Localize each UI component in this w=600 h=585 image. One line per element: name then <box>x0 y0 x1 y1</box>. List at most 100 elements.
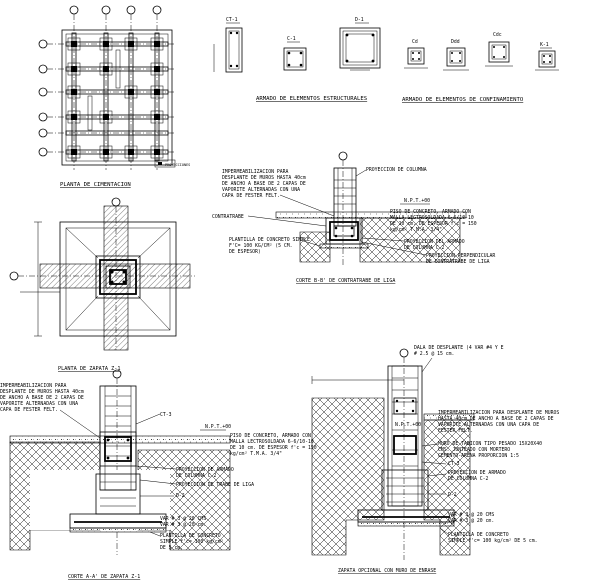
c1-label: C-1 <box>287 36 296 42</box>
d1-label: D-1 <box>355 17 364 23</box>
aa-plantilla-note: PLANTILLA DE CONCRETO SIMPLE f'c= 100 kg… <box>149 531 224 551</box>
grade-beams <box>65 32 169 162</box>
aa-proy-trabe: PROYECCION DE TRABE DE LIGA <box>176 482 254 488</box>
svg-text:DE COLUMNA C-2: DE COLUMNA C-2 <box>448 476 489 482</box>
svg-text:DESPLANTE DE MUROS HASTA 40cm: DESPLANTE DE MUROS HASTA 40cm <box>222 175 306 181</box>
bb-proyeccion-columna: PROYECCION DE COLUMNA <box>366 167 427 173</box>
svg-text:MALLA LECTROSOLDADA 6-6/10-10: MALLA LECTROSOLDADA 6-6/10-10 <box>230 439 314 445</box>
svg-text:PROYECCION DE ARMADO: PROYECCION DE ARMADO <box>176 467 234 473</box>
plan-legend-note: PROYECCIONES <box>165 163 190 167</box>
section-bb-caption: CORTE B-B' DE CONTRATRABE DE LIGA <box>296 278 395 284</box>
svg-text:DE ANCHO A BASE DE 2 CAPAS DE: DE ANCHO A BASE DE 2 CAPAS DE <box>0 395 84 401</box>
zapata-plan: PLANTA DE ZAPATA Z-1 <box>9 197 195 372</box>
element-dd: Ddd <box>443 39 469 71</box>
opt-var: VAR # 3 @ 20 CMS <box>448 512 494 518</box>
svg-text:PLANTILLA DE CONCRETO SIMPLE: PLANTILLA DE CONCRETO SIMPLE <box>229 237 310 243</box>
dd-label: Ddd <box>451 39 460 45</box>
plan-axis-bubbles-top <box>69 5 162 170</box>
opt-muro-note: MURO DE TABICON TIPO PESADO 15X20X40 CMS… <box>421 441 542 459</box>
opt-proy-armado: PROYECCION DE ARMADO DE COLUMNA C-2 <box>427 470 506 482</box>
svg-text:SIMPLE f'c= 100 kg/cm²: SIMPLE f'c= 100 kg/cm² <box>160 539 224 545</box>
svg-text:FESTER FELT.: FESTER FELT. <box>438 428 473 434</box>
svg-text:MURO DE TABICON TIPO PESADO 15: MURO DE TABICON TIPO PESADO 15X20X40 <box>438 441 542 447</box>
plan-axis-bubbles-left <box>38 39 175 157</box>
foundation-plan: PROYECCIONES PLANTA DE CIMENTACION <box>38 5 190 188</box>
aa-npt: N.P.T.+00 <box>205 424 231 430</box>
section-bb: IMPERMEABILIZACION PARA DESPLANTE DE MUR… <box>212 151 495 284</box>
element-ct1: CT-1 <box>213 17 243 73</box>
svg-text:PISO DE CONCRETO, ARMADO CON: PISO DE CONCRETO, ARMADO CON <box>390 209 471 215</box>
svg-text:MALLA LECTROSOLDADA 6-6/10-10: MALLA LECTROSOLDADA 6-6/10-10 <box>390 215 474 221</box>
bb-imper-note: IMPERMEABILIZACION PARA DESPLANTE DE MUR… <box>222 169 335 217</box>
bb-proy-armado: PROYECCION DEL ARMADO DE COLUMNA C-2 <box>361 237 465 251</box>
ct1-label: CT-1 <box>226 17 238 23</box>
svg-text:DE ESPESOR): DE ESPESOR) <box>229 249 261 255</box>
section-aa-caption: CORTE A-A' DE ZAPATA Z-1 <box>68 574 140 580</box>
bb-plantilla-note: PLANTILLA DE CONCRETO SIMPLE F'C= 100 KG… <box>229 237 321 255</box>
element-k1: K-1 <box>535 42 559 71</box>
svg-text:DESPLANTE DE MUROS HASTA 40cm: DESPLANTE DE MUROS HASTA 40cm <box>0 389 84 395</box>
svg-text:DE COLUMNA C-2: DE COLUMNA C-2 <box>176 473 217 479</box>
aa-ct3: CT-3 <box>160 412 172 418</box>
svg-text:CAPA DE FESTER FELT.: CAPA DE FESTER FELT. <box>0 407 58 413</box>
bb-piso-note: PISO DE CONCRETO, ARMADO CON MALLA LECTR… <box>390 209 477 233</box>
svg-text:SIMPLE f'c= 100 kg/cm² DE 5 cm: SIMPLE f'c= 100 kg/cm² DE 5 cm. <box>448 538 538 544</box>
svg-text:DE CONTRATRABE DE LIGA: DE CONTRATRABE DE LIGA <box>426 259 490 265</box>
elements-caption: ARMADO DE ELEMENTOS ESTRUCTURALES <box>256 96 367 102</box>
zapata-plan-caption: PLANTA DE ZAPATA Z-1 <box>58 366 120 372</box>
svg-text:CMS. JUNTEADO CON MORTERO: CMS. JUNTEADO CON MORTERO <box>438 447 510 453</box>
aa-var: VAR # 3 @ 20 CMS <box>160 516 206 522</box>
svg-text:VAPORITE ALTERNADAS CON UNA CA: VAPORITE ALTERNADAS CON UNA CAPA DE <box>438 422 539 428</box>
svg-text:VAPORITE ALTERNADAS CON UNA: VAPORITE ALTERNADAS CON UNA <box>222 187 300 193</box>
svg-text:HASTA 40cm DE ANCHO A BASE DE: HASTA 40cm DE ANCHO A BASE DE 2 CAPAS DE <box>438 416 554 422</box>
optional-caption: ZAPATA OPCIONAL CON MURO DE ENRASE <box>338 568 436 574</box>
svg-text:DALA DE DESPLANTE (4 VAR #4 Y: DALA DE DESPLANTE (4 VAR #4 Y E <box>414 345 504 351</box>
footings <box>67 37 164 159</box>
svg-text:F'C= 100 KG/CM² (5 CM.: F'C= 100 KG/CM² (5 CM. <box>229 243 293 249</box>
aa-piso-note: PISO DE CONCRETO, ARMADO CON MALLA LECTR… <box>230 433 317 457</box>
svg-text:PROYECCION DEL ARMADO: PROYECCION DEL ARMADO <box>404 239 465 245</box>
svg-text:# 2.5 @ 15 cm.: # 2.5 @ 15 cm. <box>414 351 454 357</box>
svg-text:PROYECCION PERPENDICULAR: PROYECCION PERPENDICULAR <box>426 253 495 259</box>
svg-text:IMPERMEABILIZACION PARA DESPLA: IMPERMEABILIZACION PARA DESPLANTE DE MUR… <box>438 410 559 416</box>
svg-text:DE COLUMNA C-2: DE COLUMNA C-2 <box>404 245 445 251</box>
opt-npt: N.P.T.+00 <box>395 422 421 428</box>
bb-proy-perp: PROYECCION PERPENDICULAR DE CONTRATRABE … <box>361 241 495 265</box>
k1-label: K-1 <box>540 42 549 48</box>
opt-var2: VAR # 3 @ 20 cm. <box>448 518 494 524</box>
element-cc: Cdc <box>485 32 513 67</box>
opt-plantilla-note: PLANTILLA DE CONCRETO SIMPLE f'c= 100 kg… <box>439 527 538 544</box>
confinement-caption: ARMADO DE ELEMENTOS DE CONFINAMIENTO <box>402 97 524 103</box>
aa-imper-note: IMPERMEABILIZACION PARA DESPLANTE DE MUR… <box>0 383 101 439</box>
element-cd: Cd <box>404 39 428 69</box>
svg-text:DE 5 cm.: DE 5 cm. <box>160 545 183 551</box>
confinement-elements: Cd Ddd Cdc K-1 <box>402 32 559 103</box>
aa-d2: D-2 <box>176 493 185 499</box>
svg-text:CEMENTO-ARENA PROPORCION 1:5: CEMENTO-ARENA PROPORCION 1:5 <box>438 453 519 459</box>
svg-text:PISO DE CONCRETO, ARMADO CON: PISO DE CONCRETO, ARMADO CON <box>230 433 311 439</box>
svg-text:DE ANCHO A BASE DE 2 CAPAS DE: DE ANCHO A BASE DE 2 CAPAS DE <box>222 181 306 187</box>
aa-proy-armado: PROYECCION DE ARMADO DE COLUMNA C-2 <box>135 465 234 479</box>
svg-text:PLANTILLA DE CONCRETO: PLANTILLA DE CONCRETO <box>448 532 509 538</box>
svg-text:DE 10 cm. DE ESPESOR f'c = 150: DE 10 cm. DE ESPESOR f'c = 150 <box>390 221 477 227</box>
cd-label: Cd <box>412 39 418 45</box>
bb-npt: N.P.T.+00 <box>404 198 430 204</box>
svg-text:PLANTILLA DE CONCRETO: PLANTILLA DE CONCRETO <box>160 533 221 539</box>
svg-text:PROYECCION DE ARMADO: PROYECCION DE ARMADO <box>448 470 506 476</box>
opt-ct3: CT-3 <box>448 461 460 467</box>
element-c1: C-1 <box>283 36 307 71</box>
opt-d2: D-2 <box>448 492 457 498</box>
svg-text:VAPORITE ALTERNADAS CON UNA: VAPORITE ALTERNADAS CON UNA <box>0 401 78 407</box>
opt-dala-note: DALA DE DESPLANTE (4 VAR #4 Y E # 2.5 @ … <box>414 345 504 373</box>
svg-text:IMPERMEABILIZACION PARA: IMPERMEABILIZACION PARA <box>222 169 289 175</box>
aa-var2: VAR # 3 @ 20 cm. <box>160 522 206 528</box>
svg-text:kg/cm² T.M.A. 3/4": kg/cm² T.M.A. 3/4" <box>230 451 282 457</box>
section-aa: IMPERMEABILIZACION PARA DESPLANTE DE MUR… <box>0 369 317 580</box>
svg-text:IMPERMEABILIZACION PARA: IMPERMEABILIZACION PARA <box>0 383 67 389</box>
svg-text:CAPA DE FESTER FELT.: CAPA DE FESTER FELT. <box>222 193 280 199</box>
cc-label: Cdc <box>493 32 502 38</box>
bb-contratrabe: CONTRATRABE <box>212 214 244 220</box>
optional-footing: DALA DE DESPLANTE (4 VAR #4 Y E # 2.5 @ … <box>311 345 559 574</box>
plan-caption: PLANTA DE CIMENTACION <box>60 182 131 188</box>
